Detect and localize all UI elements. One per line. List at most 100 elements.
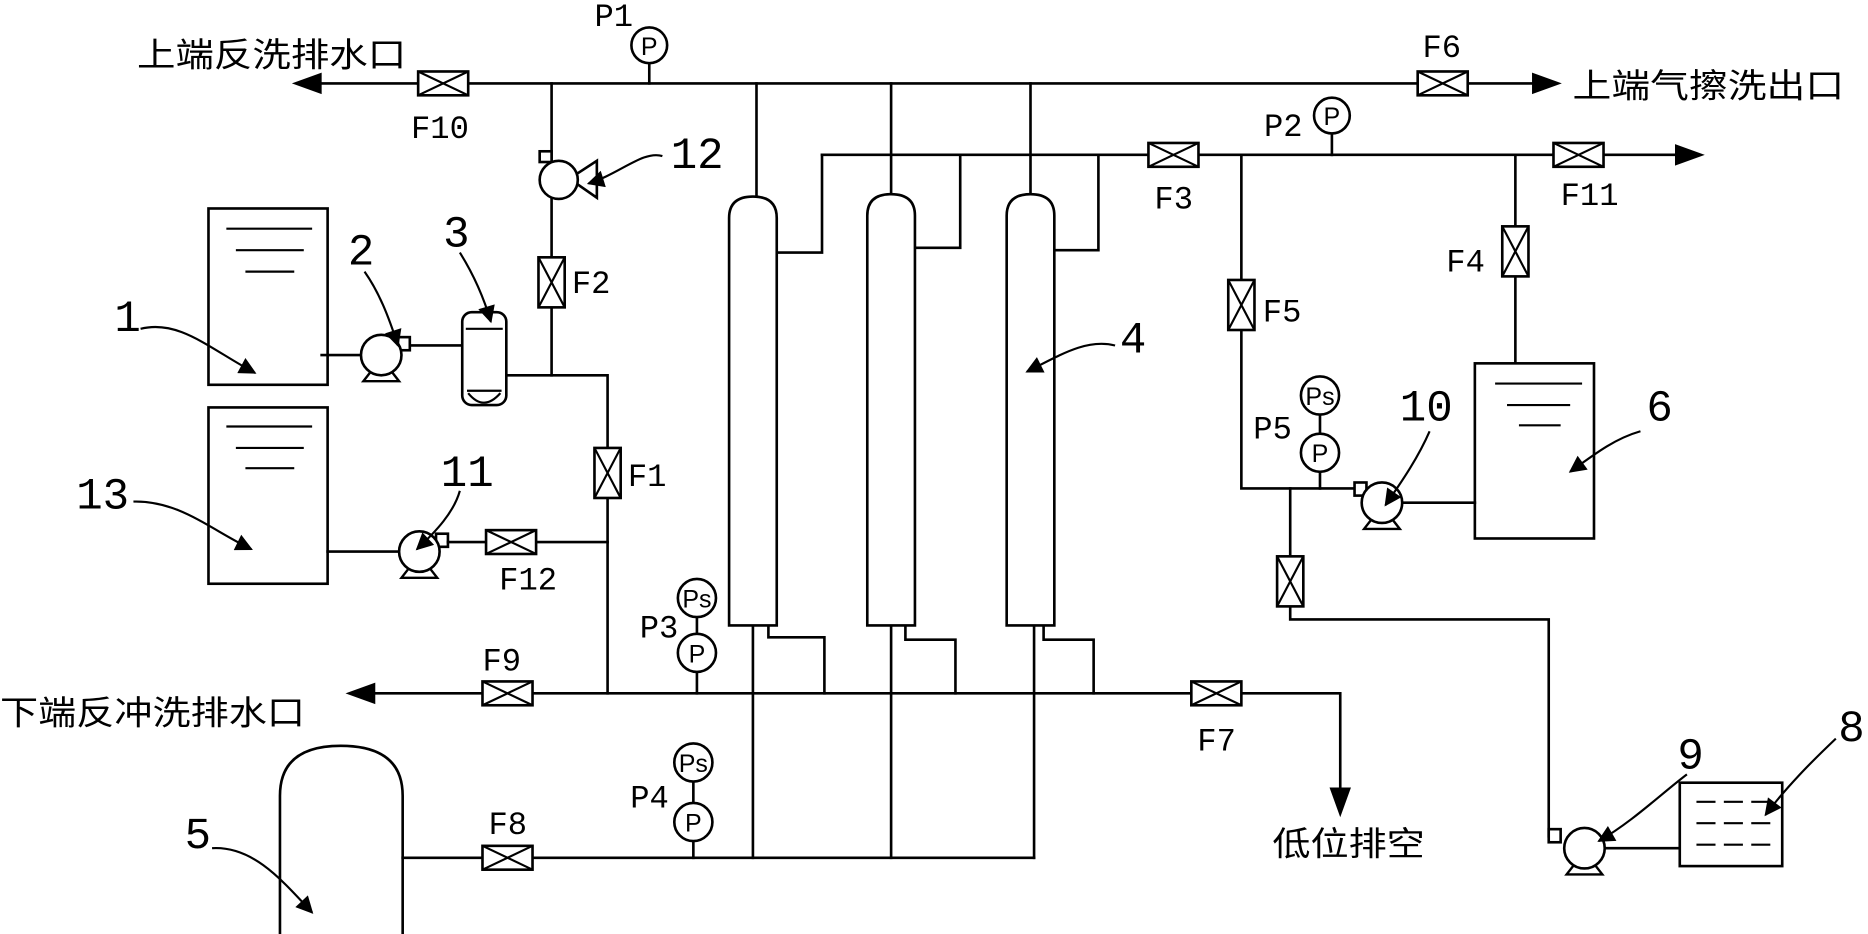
valve-f12-label: F12 <box>499 563 557 600</box>
gauge-p1-label: P1 <box>594 0 633 36</box>
callout-11-label: 11 <box>441 450 494 500</box>
valve-f9-body <box>481 680 534 707</box>
valve-f7-label: F7 <box>1197 724 1236 761</box>
callout-13-label: 13 <box>76 473 129 523</box>
callout-1-label: 1 <box>114 295 140 345</box>
callout-4: 4 <box>1025 317 1146 373</box>
valve-f4: F4 <box>1446 225 1530 282</box>
valve-f4-label: F4 <box>1446 245 1485 282</box>
valve-f11: F11 <box>1552 141 1619 215</box>
pump-10 <box>1353 481 1404 531</box>
down-arrow-icon <box>1329 787 1351 818</box>
tank-13-body <box>207 406 329 586</box>
pump-12-nozzle <box>538 149 553 164</box>
callout-3: 3 <box>443 211 495 324</box>
valve-f7: F7 <box>1190 680 1243 761</box>
callout-8-leader <box>1764 737 1837 817</box>
top-backwash-drain-label: 上端反洗排水口 <box>137 36 406 75</box>
gauge-p4-label: P4 <box>630 781 669 818</box>
gauge-p2-label: P2 <box>1264 109 1303 146</box>
column-3 <box>1005 192 1056 627</box>
gauge-p5: Ps P P5 <box>1253 375 1341 490</box>
gauge-p5-label: P5 <box>1253 411 1292 448</box>
gauge-p5-symbol: P <box>1312 440 1329 468</box>
valve-f2: F2 <box>537 256 610 309</box>
callout-5: 5 <box>185 812 314 914</box>
callout-6-label: 6 <box>1646 385 1672 435</box>
bottom-header-pipe <box>345 682 1351 818</box>
pump-9-nozzle <box>1547 827 1562 844</box>
gauge-p5-switch-circle <box>1299 375 1341 416</box>
callout-1-leader <box>140 325 257 374</box>
callout-2-leader <box>363 271 402 348</box>
valve-f4-body <box>1500 225 1530 278</box>
valve-f12: F12 <box>484 528 557 600</box>
callout-10-label: 10 <box>1400 385 1453 435</box>
valve-f6-body <box>1416 70 1470 97</box>
callout-3-leader <box>458 251 495 324</box>
tank-8-body <box>1678 781 1784 868</box>
callout-9-leader <box>1597 773 1688 843</box>
valve-unlabeled <box>1275 555 1305 608</box>
callout-5-label: 5 <box>185 812 211 862</box>
bottom-backflush-drain-label: 下端反冲洗排水口 <box>0 693 305 732</box>
callout-12-label: 12 <box>671 132 724 182</box>
tank-8 <box>1678 781 1784 868</box>
callout-11: 11 <box>415 450 494 551</box>
pump-9 <box>1547 826 1607 876</box>
gauge-p1-symbol: P <box>641 33 658 61</box>
callout-12-leader <box>586 154 663 188</box>
right-arrow-icon <box>1675 144 1705 166</box>
gauge-p3-label: P3 <box>640 610 679 647</box>
column-bottom-risers <box>751 624 1036 860</box>
callout-3-label: 3 <box>443 211 469 261</box>
vessel-3-details <box>465 327 503 404</box>
valve-f8-label: F8 <box>488 807 527 844</box>
gauge-p4-switch-symbol: Ps <box>679 750 708 778</box>
gauge-p3-circle <box>676 632 718 674</box>
callout-8-label: 8 <box>1838 705 1864 755</box>
gauge-p4-switch-circle <box>672 742 714 783</box>
gauge-p3-switch-symbol: Ps <box>682 586 711 614</box>
second-header-pipe <box>820 144 1705 166</box>
tank-1-body <box>207 207 329 387</box>
tank-1-level-lines <box>226 227 313 273</box>
gauge-p3-symbol: P <box>689 640 706 668</box>
callout-9-label: 9 <box>1677 732 1703 782</box>
gauge-p5-circle <box>1299 432 1341 474</box>
valve-f10-label: F10 <box>411 111 469 148</box>
tank-13 <box>207 406 329 586</box>
air-branch-pipe <box>550 82 609 695</box>
callout-6: 6 <box>1568 385 1673 473</box>
callout-6-leader <box>1568 430 1641 473</box>
callout-2-label: 2 <box>348 228 374 278</box>
valve-f10: F10 <box>411 70 470 148</box>
valve-f8: F8 <box>481 807 534 871</box>
valve-f1: F1 <box>593 446 667 500</box>
pump-11 <box>397 530 450 580</box>
top-air-scour-outlet-label: 上端气擦洗出口 <box>1573 67 1845 106</box>
top-header-pipe <box>291 72 1562 95</box>
column-bottom-side-connections <box>767 624 1095 695</box>
tank-1 <box>207 207 329 387</box>
pump-12 <box>538 149 599 201</box>
tank-13-level-lines <box>226 425 313 470</box>
callout-11-leader <box>415 490 461 551</box>
tank-6-body <box>1473 362 1596 540</box>
callout-4-leader <box>1025 342 1116 373</box>
valve-f5-label: F5 <box>1263 295 1302 332</box>
callout-12: 12 <box>586 132 724 188</box>
gauge-p4-circle <box>672 801 714 843</box>
callout-2: 2 <box>348 228 402 348</box>
left-arrow-icon <box>345 682 376 705</box>
callout-13-leader <box>133 500 253 551</box>
valve-f7-body <box>1190 680 1243 707</box>
callout-5-leader <box>211 847 314 914</box>
column-top-risers <box>755 82 1032 198</box>
column-2 <box>865 192 917 627</box>
callout-4-label: 4 <box>1120 317 1146 367</box>
valve-f1-label: F1 <box>628 459 667 496</box>
gauge-p2-circle <box>1312 96 1352 135</box>
tank-6-level-lines <box>1495 382 1583 427</box>
